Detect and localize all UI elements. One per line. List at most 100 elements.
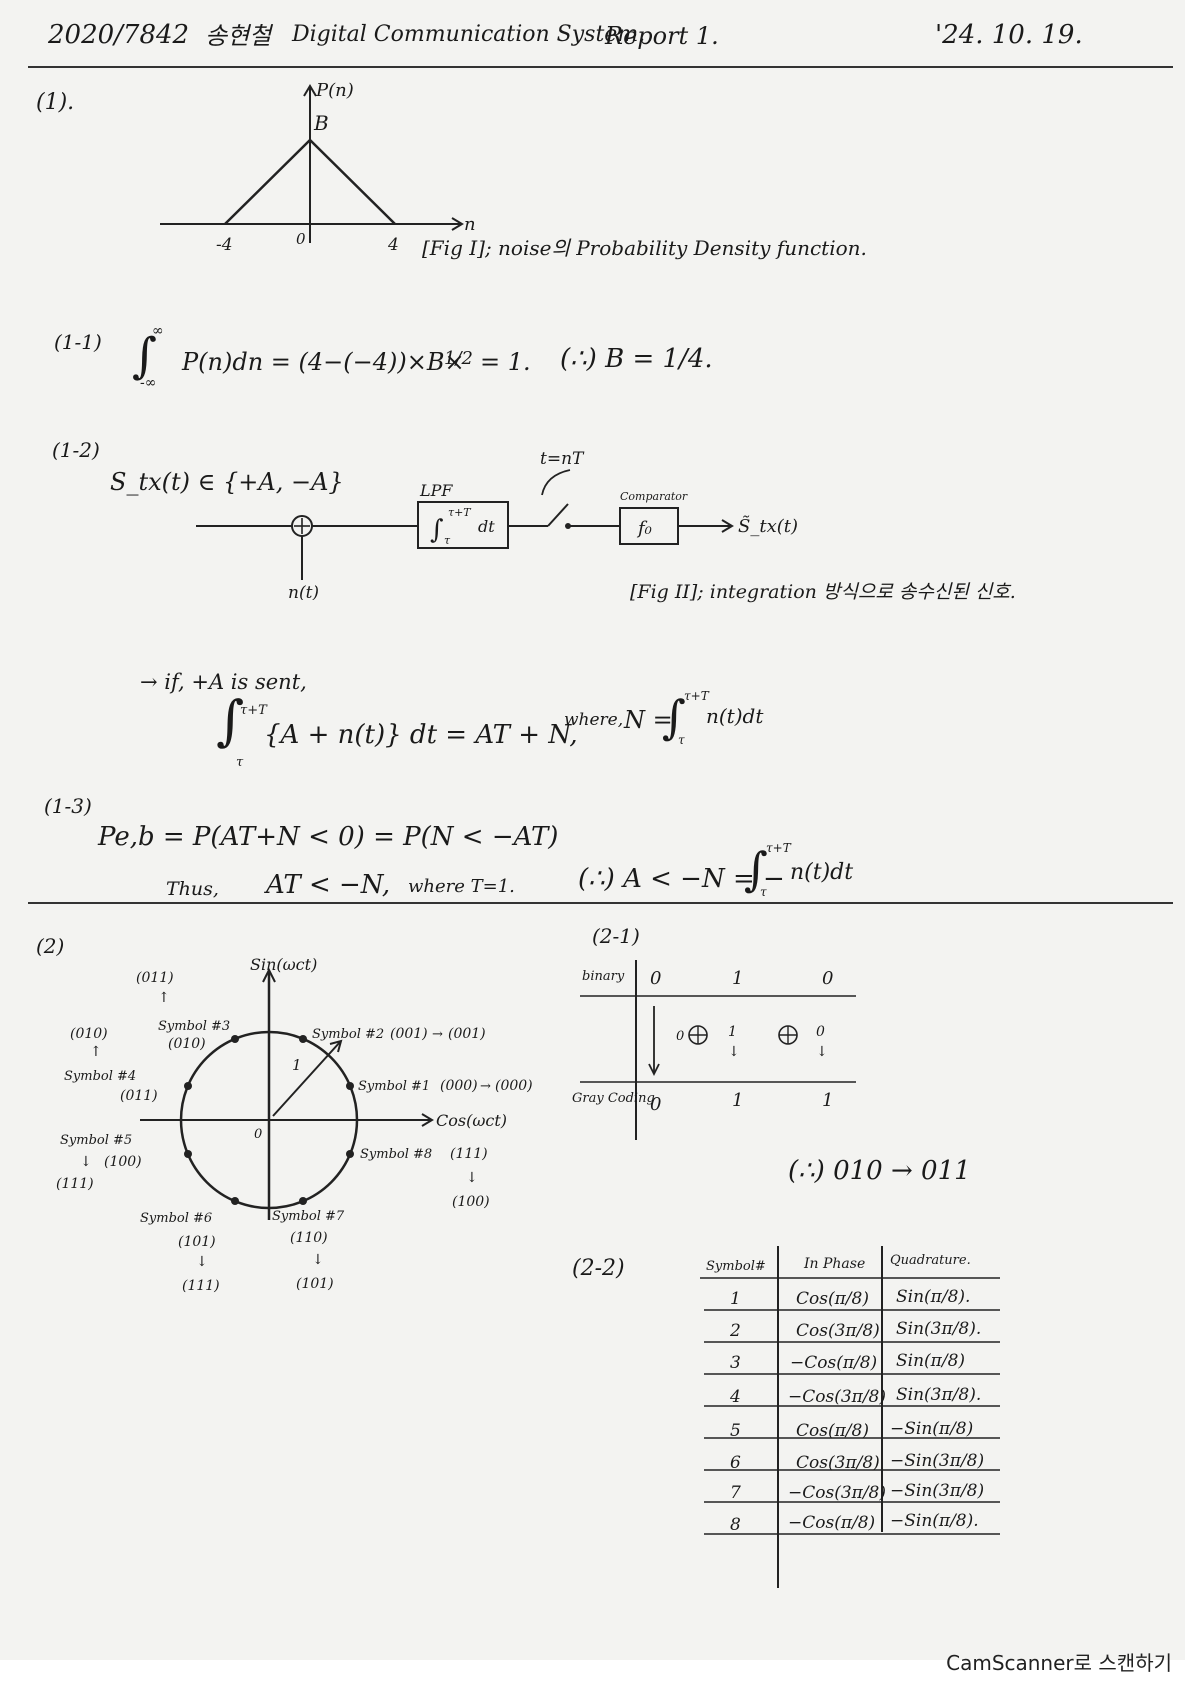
- iq-cell-inphase: Cos(3π/8): [796, 1453, 880, 1473]
- iq-cell-inphase: Cos(3π/8): [796, 1321, 880, 1341]
- iq-cell-inphase: −Cos(π/8): [790, 1353, 877, 1373]
- symbol-2-name: Symbol #2: [312, 1027, 384, 1042]
- int2-bottom: τ: [236, 755, 244, 770]
- lpf-dt: dt: [478, 517, 495, 536]
- header-student-id: 2020/7842: [48, 20, 190, 50]
- constellation-diagram: Sin(ωct) Cos(ωct) 0 1 Symbol #1 (000) → …: [56, 955, 533, 1294]
- symbol-3-name: Symbol #3: [158, 1019, 230, 1034]
- symbol-2-point: [299, 1035, 307, 1043]
- symbol-3-bin: (010): [168, 1036, 206, 1052]
- symbol-4-name: Symbol #4: [64, 1069, 136, 1084]
- symbol-6-gray: (111): [182, 1278, 220, 1294]
- symbol-1-arrow: →: [480, 1079, 491, 1094]
- symbol-4-gray: (010): [70, 1026, 108, 1042]
- iq-cell-symbol: 3: [730, 1353, 741, 1373]
- iq-cell-symbol: 4: [729, 1387, 741, 1407]
- symbol-5-name: Symbol #5: [60, 1133, 132, 1148]
- sin-arrow: [262, 967, 276, 983]
- xor-mid-arrow: ↓: [728, 1044, 740, 1060]
- symbol-7-name: Symbol #7: [272, 1209, 345, 1224]
- noise-label: n(t): [288, 583, 319, 600]
- origin-label: 0: [254, 1127, 262, 1142]
- symbol-6-point: [231, 1197, 239, 1205]
- pdf-tick-right: 4: [387, 235, 399, 255]
- block-diagram: ∫ n(t) LPF τ+T τ dt t=nT Comparator f₀ S…: [196, 449, 798, 600]
- int2-top: τ+T: [240, 703, 267, 718]
- symbol-8-gray: (100): [452, 1194, 490, 1210]
- header-name: 송현철: [205, 22, 272, 50]
- problem-1-1-label: (1-1): [54, 330, 102, 354]
- symbol-5-bin: (100): [104, 1154, 142, 1170]
- symbol-8-name: Symbol #8: [360, 1147, 432, 1162]
- section-rule: [28, 902, 1173, 904]
- iq-header-quadrature: Quadrature.: [890, 1253, 971, 1268]
- iq-header-inphase: In Phase: [803, 1256, 865, 1272]
- symbol-6-bin: (101): [178, 1234, 216, 1250]
- iq-cell-symbol: 8: [730, 1515, 741, 1535]
- output-arrow: [721, 519, 734, 533]
- xor-right-arrow: ↓: [816, 1044, 828, 1060]
- lpf-integral: ∫: [430, 515, 444, 545]
- int4-bottom: τ: [760, 885, 767, 899]
- sampler-arrow: [541, 469, 571, 496]
- symbol-7-point: [299, 1197, 307, 1205]
- int-sign-2: ∫: [216, 689, 245, 752]
- radius-label: 1: [292, 1056, 302, 1074]
- sampler-node: [565, 523, 571, 529]
- iq-cell-inphase: −Cos(3π/8): [788, 1483, 886, 1503]
- problem-2-1-label: (2-1): [592, 924, 640, 948]
- iq-row-3: 3 −Cos(π/8) Sin(π/8): [730, 1351, 965, 1373]
- iq-cell-quadrature: −Sin(3π/8): [890, 1481, 984, 1501]
- problem-1-3-label: (1-3): [44, 794, 92, 818]
- lpf-int-bottom: τ: [444, 534, 451, 547]
- pdf-peak-label: B: [313, 111, 329, 135]
- fig1-caption: [Fig I]; noise의 Probability Density func…: [422, 236, 867, 260]
- binary-bit-0: 0: [650, 968, 661, 989]
- result-1-1: (∴) B = 1/4.: [560, 344, 713, 374]
- iq-row-7: 7 −Cos(3π/8) −Sin(3π/8): [730, 1481, 984, 1503]
- symbol-8-bin: (111): [450, 1146, 488, 1162]
- gray-bit-1: 1: [732, 1090, 743, 1111]
- symbol-1-bin: (000): [440, 1078, 478, 1094]
- footer-watermark: CamScanner로 스캔하기: [946, 1651, 1172, 1675]
- lpf-int-top: τ+T: [448, 506, 472, 519]
- iq-cell-quadrature: Sin(π/8): [896, 1351, 965, 1371]
- symbol-5-point: [184, 1150, 192, 1158]
- n-def: N =: [624, 706, 673, 734]
- where-t: where T=1.: [408, 876, 515, 897]
- iq-cell-quadrature: −Sin(π/8): [890, 1419, 973, 1439]
- binary-row-label: binary: [582, 969, 625, 984]
- symbol-2-arrow: →: [432, 1027, 443, 1042]
- iq-row-4: 4 −Cos(3π/8) Sin(3π/8).: [729, 1385, 981, 1407]
- if-line: → if, +A is sent,: [140, 670, 307, 694]
- symbol-1-gray: (000): [495, 1078, 533, 1094]
- symbol-3-gray: (011): [136, 970, 174, 986]
- header-date: '24. 10. 19.: [935, 20, 1083, 50]
- iq-cell-inphase: −Cos(π/8): [788, 1513, 875, 1533]
- pdf-y-arrow: [303, 84, 317, 97]
- symbol-5-gray: (111): [56, 1176, 94, 1192]
- thus-expression: AT < −N,: [266, 870, 391, 900]
- eq-1-1: P(n)dn = (4−(−4))×B×: [182, 348, 465, 376]
- thus-label: Thus,: [166, 878, 219, 900]
- int-sign-4: ∫: [744, 842, 768, 896]
- symbol-8-arrow: ↓: [466, 1170, 478, 1186]
- sampler-switch: [547, 503, 569, 527]
- iq-row-lines: [700, 1277, 1000, 1535]
- symbol-4-arrow: ↑: [90, 1044, 102, 1060]
- pdf-y-label: P(n): [315, 80, 354, 101]
- iq-row-1: 1 Cos(π/8) Sin(π/8).: [730, 1287, 970, 1309]
- integral-top: ∞: [152, 323, 164, 339]
- int4-top: τ+T: [766, 841, 791, 855]
- integral-sign: ∫: [132, 328, 158, 384]
- scanned-page: [0, 0, 1185, 1660]
- lpf-label: LPF: [419, 481, 453, 500]
- symbol-6-arrow: ↓: [196, 1254, 208, 1270]
- xor-mid-bit: 1: [728, 1024, 737, 1040]
- pdf-triangle: [224, 138, 396, 225]
- int-expression: {A + n(t)} dt = AT + N,: [264, 720, 578, 750]
- iq-cell-symbol: 2: [729, 1321, 741, 1341]
- pe-equation: Pe,b = P(AT+N < 0) = P(N < −AT): [98, 822, 559, 852]
- binary-bit-1: 1: [732, 968, 743, 989]
- iq-cell-symbol: 7: [730, 1483, 741, 1503]
